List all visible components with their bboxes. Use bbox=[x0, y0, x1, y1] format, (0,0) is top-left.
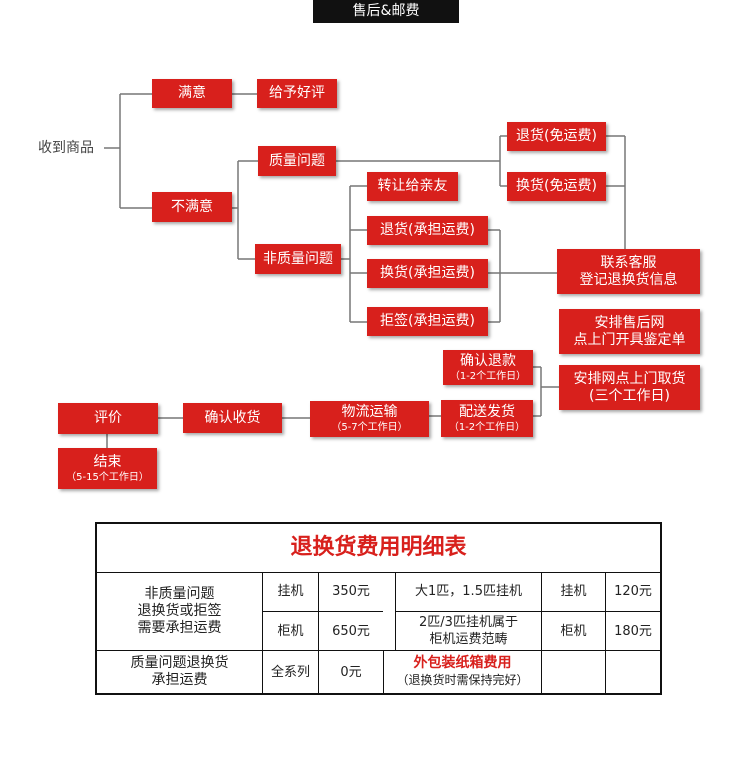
non-quality-desc-l2: 退换货或拒签 bbox=[137, 602, 222, 619]
exchange-paid-label: 换货(承担运费) bbox=[380, 265, 475, 281]
packaging-note: （退换货时需保持完好） bbox=[396, 673, 529, 687]
big-wall-label: 大1匹，1.5匹挂机 bbox=[415, 584, 522, 599]
ship-days: （1-2个工作日） bbox=[448, 421, 526, 433]
zero-price-cell: 0元 bbox=[318, 650, 383, 693]
arrange-line2: 点上门开具鉴定单 bbox=[573, 331, 686, 348]
quality-issue-label: 质量问题 bbox=[269, 152, 325, 169]
all-series-cell: 全系列 bbox=[262, 650, 318, 693]
logistics-node: 物流运输 （5-7个工作日） bbox=[310, 401, 429, 437]
cabinet2-price-label: 180元 bbox=[614, 623, 652, 639]
reject-paid-node: 拒签(承担运费) bbox=[367, 307, 488, 336]
cabinet2-price-cell: 180元 bbox=[605, 611, 660, 650]
confirm-refund-days: （1-2个工作日） bbox=[449, 370, 527, 382]
transfer-label: 转让给亲友 bbox=[377, 178, 448, 194]
review-label: 评价 bbox=[94, 410, 122, 426]
packaging-empty-cell-2 bbox=[605, 650, 660, 693]
quality-issue-node: 质量问题 bbox=[258, 146, 336, 176]
quality-desc-l2: 承担运费 bbox=[151, 672, 208, 688]
wall2-type-label: 挂机 bbox=[560, 584, 587, 599]
reject-paid-label: 拒签(承担运费) bbox=[380, 313, 475, 329]
confirm-refund-label: 确认退款 bbox=[460, 352, 516, 369]
exchange-free-node: 换货(免运费) bbox=[507, 172, 606, 201]
return-paid-node: 退货(承担运费) bbox=[367, 216, 488, 245]
non-quality-desc-l3: 需要承担运费 bbox=[137, 619, 222, 636]
satisfied-label: 满意 bbox=[178, 85, 206, 101]
transfer-node: 转让给亲友 bbox=[367, 172, 458, 201]
packaging-label: 外包装纸箱费用 bbox=[413, 655, 512, 671]
two-three-cell: 2匹/3匹挂机属于 柜机运费范畴 bbox=[395, 611, 541, 650]
non-quality-desc-l1: 非质量问题 bbox=[144, 585, 215, 602]
review-node: 评价 bbox=[58, 403, 158, 434]
two-three-l2: 柜机运费范畴 bbox=[429, 632, 508, 647]
packaging-cell: 外包装纸箱费用 （退换货时需保持完好） bbox=[383, 650, 541, 693]
cabinet2-type-label: 柜机 bbox=[560, 623, 587, 639]
give-review-label: 给予好评 bbox=[269, 85, 325, 101]
ship-node: 配送发货 （1-2个工作日） bbox=[441, 400, 533, 437]
end-node: 结束 （5-15个工作日） bbox=[58, 448, 157, 489]
fee-table: 退换货费用明细表 非质量问题 退换货或拒签 需要承担运费 挂机 350元 柜机 … bbox=[95, 522, 662, 695]
fee-table-title: 退换货费用明细表 bbox=[97, 524, 660, 573]
two-three-l1: 2匹/3匹挂机属于 bbox=[419, 615, 518, 630]
zero-price-label: 0元 bbox=[340, 664, 362, 680]
wall-price-cell: 350元 bbox=[318, 572, 383, 611]
contact-cs-line1: 联系客服 bbox=[600, 254, 657, 271]
non-quality-issue-node: 非质量问题 bbox=[255, 244, 341, 274]
quality-desc-cell: 质量问题退换货 承担运费 bbox=[97, 650, 262, 693]
quality-desc-l1: 质量问题退换货 bbox=[130, 655, 229, 671]
confirm-receipt-node: 确认收货 bbox=[183, 403, 282, 433]
cabinet-price-label: 650元 bbox=[332, 623, 370, 639]
wall2-price-label: 120元 bbox=[614, 584, 652, 599]
all-series-label: 全系列 bbox=[270, 664, 310, 680]
wall-price-label: 350元 bbox=[332, 584, 370, 599]
return-free-label: 退货(免运费) bbox=[516, 128, 597, 144]
pickup-node: 安排网点上门取货 (三个工作日) bbox=[559, 365, 700, 410]
cabinet-price-cell: 650元 bbox=[318, 611, 383, 650]
exchange-paid-node: 换货(承担运费) bbox=[367, 259, 488, 288]
return-free-node: 退货(免运费) bbox=[507, 122, 606, 151]
give-review-node: 给予好评 bbox=[257, 79, 337, 108]
cabinet-type-cell: 柜机 bbox=[262, 611, 318, 650]
cabinet-type-label: 柜机 bbox=[277, 623, 304, 639]
arrange-line1: 安排售后网 bbox=[594, 314, 665, 331]
contact-cs-line2: 登记退换货信息 bbox=[579, 271, 678, 288]
received-goods-label: 收到商品 bbox=[38, 140, 94, 156]
satisfied-node: 满意 bbox=[152, 79, 232, 108]
contact-cs-node: 联系客服 登记退换货信息 bbox=[557, 249, 700, 294]
end-days: （5-15个工作日） bbox=[66, 471, 149, 483]
pickup-line2: (三个工作日) bbox=[589, 387, 670, 404]
cabinet2-type-cell: 柜机 bbox=[541, 611, 605, 650]
confirm-receipt-label: 确认收货 bbox=[204, 409, 261, 426]
wall-type-cell: 挂机 bbox=[262, 572, 318, 611]
big-wall-cell: 大1匹，1.5匹挂机 bbox=[395, 572, 541, 611]
wall2-type-cell: 挂机 bbox=[541, 572, 605, 611]
logistics-days: （5-7个工作日） bbox=[331, 422, 408, 433]
wall-type-label: 挂机 bbox=[277, 584, 304, 599]
wall2-price-cell: 120元 bbox=[605, 572, 660, 611]
return-paid-label: 退货(承担运费) bbox=[380, 222, 475, 238]
end-label: 结束 bbox=[93, 453, 122, 470]
ship-label: 配送发货 bbox=[459, 403, 515, 420]
exchange-free-label: 换货(免运费) bbox=[516, 178, 597, 194]
unsatisfied-label: 不满意 bbox=[171, 198, 213, 215]
pickup-line1: 安排网点上门取货 bbox=[573, 370, 686, 387]
page-banner: 售后&邮费 bbox=[313, 0, 459, 23]
non-quality-desc-cell: 非质量问题 退换货或拒签 需要承担运费 bbox=[97, 572, 262, 650]
unsatisfied-node: 不满意 bbox=[152, 192, 232, 222]
confirm-refund-node: 确认退款 （1-2个工作日） bbox=[443, 350, 533, 385]
logistics-label: 物流运输 bbox=[341, 404, 398, 420]
arrange-inspection-node: 安排售后网 点上门开具鉴定单 bbox=[559, 309, 700, 354]
non-quality-issue-label: 非质量问题 bbox=[263, 250, 333, 267]
packaging-empty-cell bbox=[541, 650, 605, 693]
